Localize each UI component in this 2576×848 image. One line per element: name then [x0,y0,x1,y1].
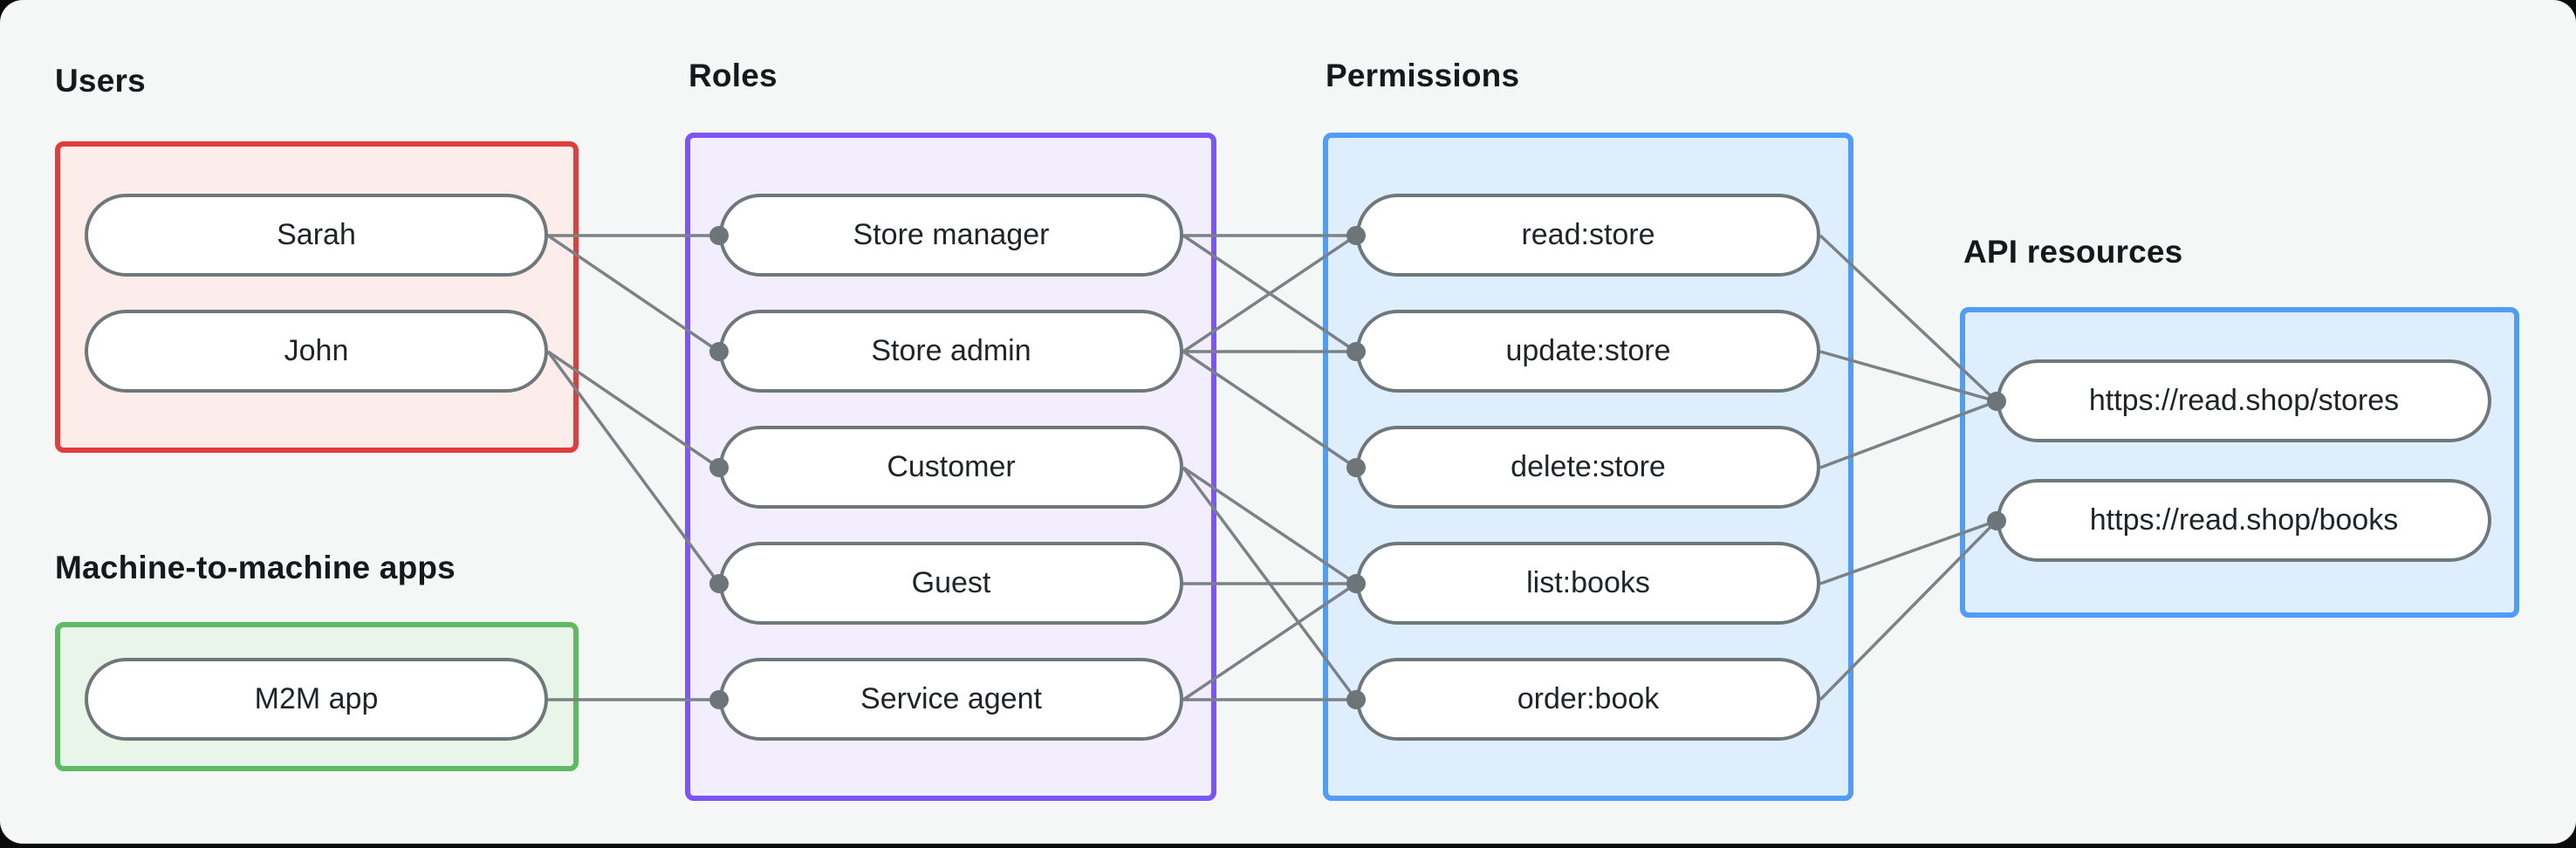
section-title-roles: Roles [689,58,778,93]
node-permission-update-store: update:store [1356,310,1820,393]
node-m2m-app: M2M app [85,658,548,741]
section-title-api-resources: API resources [1963,234,2183,270]
node-permission-delete-store: delete:store [1356,426,1820,509]
node-role-customer: Customer [719,426,1183,509]
node-role-service-agent: Service agent [719,658,1183,741]
users-group-box [55,141,579,453]
section-title-users: Users [55,63,146,99]
node-permission-order-book: order:book [1356,658,1820,741]
section-title-machine-apps: Machine-to-machine apps [55,550,456,585]
node-permission-read-store: read:store [1356,194,1820,277]
section-title-permissions: Permissions [1326,58,1520,93]
node-permission-list-books: list:books [1356,542,1820,625]
node-api-resource-stores: https://read.shop/stores [1997,359,2491,442]
node-role-guest: Guest [719,542,1183,625]
node-role-store-manager: Store manager [719,194,1183,277]
node-user-sarah: Sarah [85,194,548,277]
api-resources-group-box [1960,307,2519,618]
node-api-resource-books: https://read.shop/books [1997,479,2491,562]
node-role-store-admin: Store admin [719,310,1183,393]
node-user-john: John [85,310,548,393]
